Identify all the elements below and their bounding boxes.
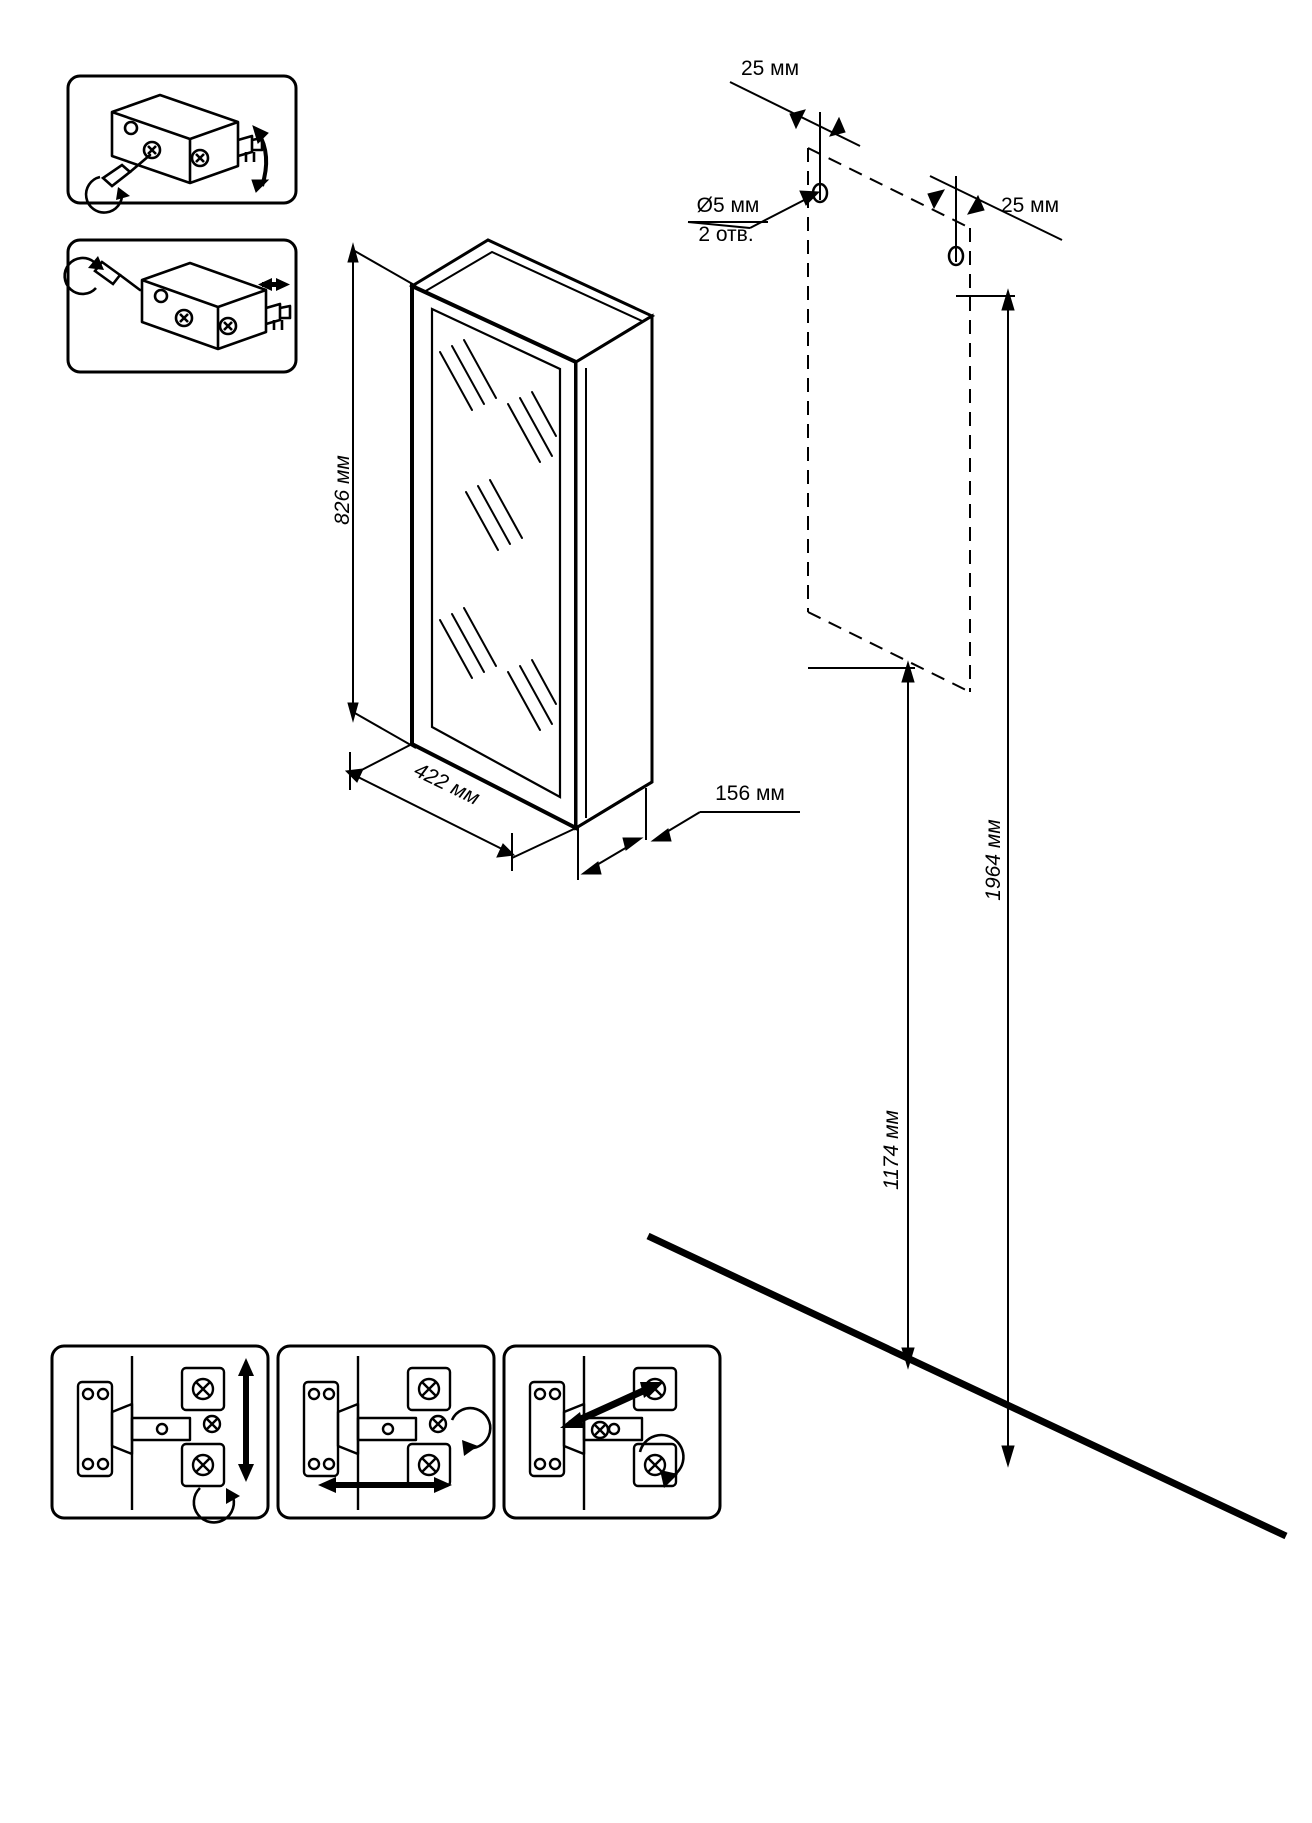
cabinet-wall-projection	[807, 147, 971, 693]
cabinet-hinge-icon	[528, 1356, 678, 1510]
dimension-offset-right-label: 25 мм	[1001, 194, 1059, 217]
dimension-depth-label: 156 мм	[715, 782, 785, 805]
tilt-arrow-icon	[251, 125, 270, 193]
cabinet-hinge-icon	[302, 1356, 452, 1510]
detail-panel-hinge-depth-adjust	[276, 1344, 496, 1520]
wall-bracket-screwdriver-icon	[110, 93, 264, 185]
dimension-height-lower	[808, 660, 915, 1370]
hole-count-label: 2 отв.	[698, 223, 753, 246]
wall-bracket-screwdriver-icon	[140, 261, 292, 351]
hole-spec-leader	[687, 190, 821, 229]
diagonal-double-arrow-icon	[560, 1382, 664, 1428]
rotation-arrow-icon	[638, 1433, 685, 1488]
detail-panel-hinge-lateral-adjust	[502, 1344, 722, 1520]
rotation-arrow-icon	[450, 1406, 492, 1456]
panel-frame	[50, 1344, 270, 1520]
vertical-double-arrow-icon	[238, 1358, 254, 1482]
screwdriver-icon	[100, 153, 152, 188]
dimension-offset-right	[927, 175, 1063, 241]
rotation-arrow-icon	[192, 1487, 240, 1524]
dimension-height	[347, 242, 417, 749]
cabinet-bottom-edge	[575, 780, 653, 830]
dimension-height-upper-label: 1964 мм	[982, 819, 1005, 900]
floor-line	[646, 1232, 1288, 1540]
horizontal-double-arrow-icon	[318, 1477, 452, 1493]
rotation-arrow-icon	[63, 256, 104, 296]
detail-panel-bracket-depth-adjust	[63, 238, 298, 374]
dimension-depth	[577, 788, 800, 880]
bottom-detail-panels	[50, 1344, 722, 1524]
mirror-reflection-icon	[439, 339, 557, 731]
cabinet-side-face	[574, 313, 654, 831]
dimension-width	[344, 743, 577, 871]
rotation-arrow-icon	[84, 175, 130, 214]
cabinet-hinge-icon	[76, 1356, 226, 1510]
dimension-offset-left	[729, 81, 861, 147]
panel-frame	[66, 238, 298, 374]
dimension-height-label: 826 мм	[331, 455, 354, 525]
panel-frame	[276, 1344, 496, 1520]
detail-panel-bracket-tilt-adjust	[66, 74, 298, 214]
wall-hole-layout: 25 мм 25 мм Ø5 мм 2 отв. 1174 мм	[646, 57, 1288, 1540]
mirror-panel	[430, 307, 562, 799]
detail-panel-hinge-height-adjust	[50, 1344, 270, 1524]
top-detail-panels	[63, 74, 298, 374]
hole-diameter-label: Ø5 мм	[697, 194, 760, 217]
cabinet-isometric-view	[408, 238, 656, 832]
panel-frame	[502, 1344, 722, 1520]
dimension-height-upper	[956, 288, 1015, 1468]
dimension-offset-left-label: 25 мм	[741, 57, 799, 80]
dimension-height-lower-label: 1174 мм	[880, 1110, 903, 1190]
cabinet-top-inner-edge	[423, 250, 643, 322]
slide-arrow-icon	[258, 278, 290, 291]
